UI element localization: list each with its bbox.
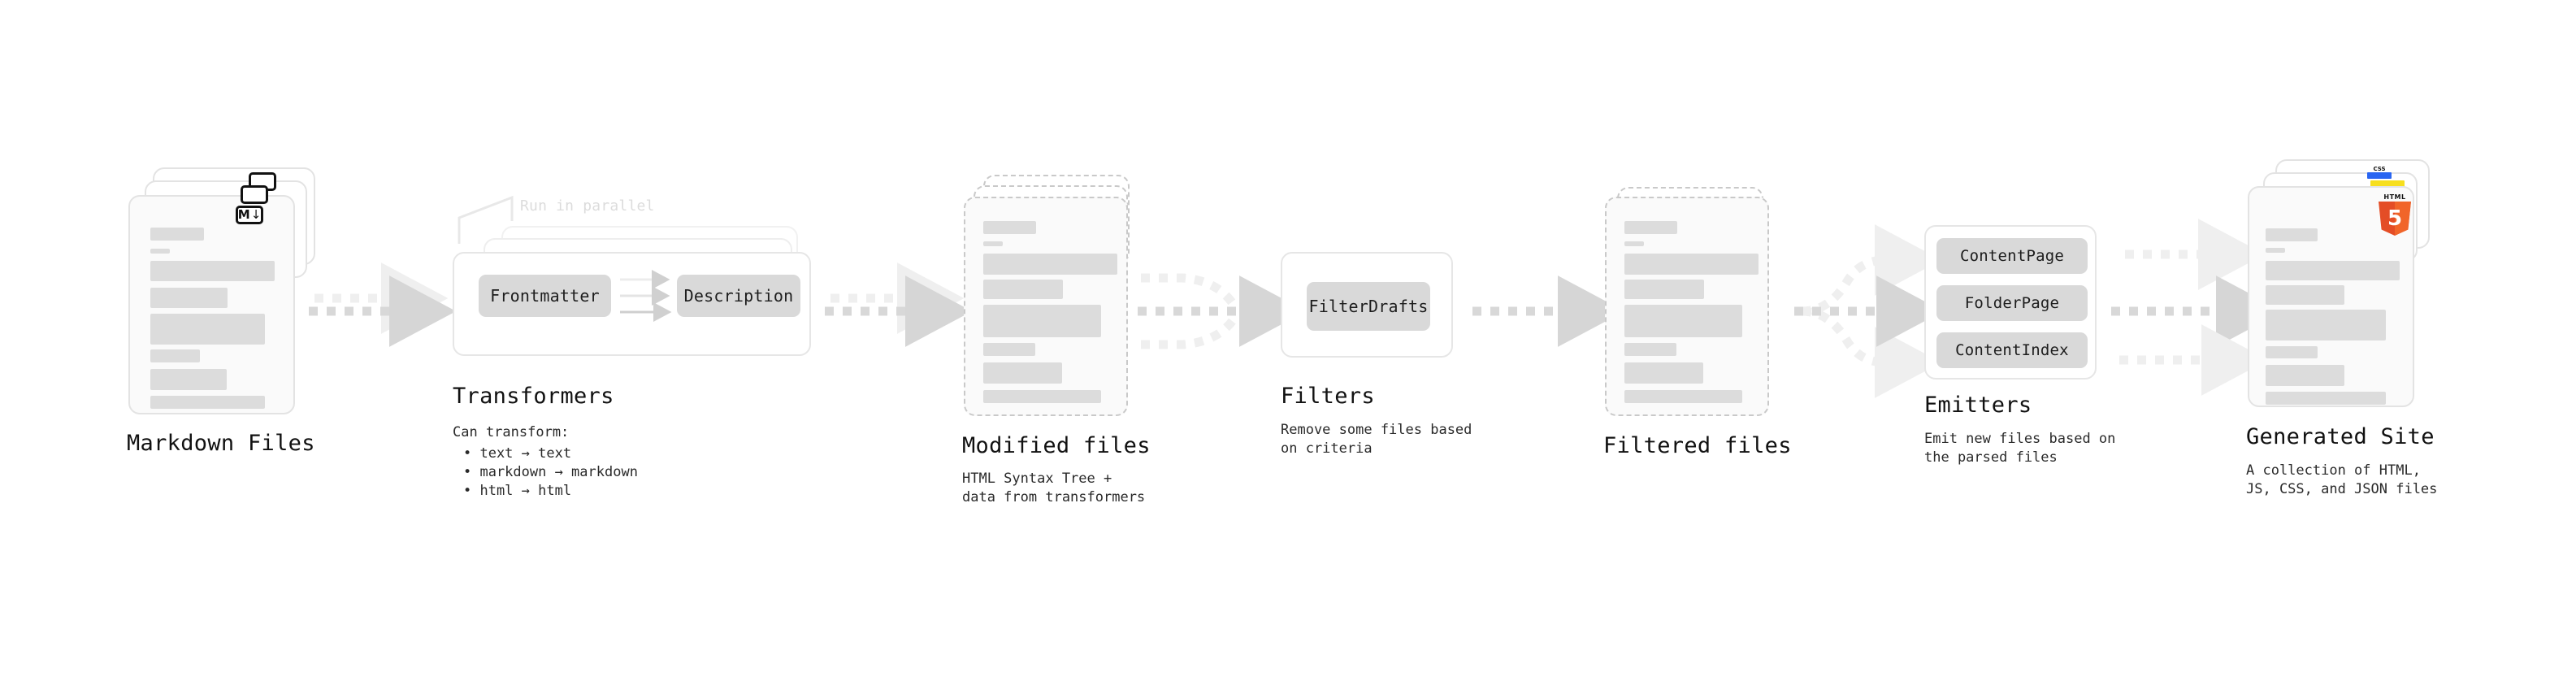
run-in-parallel-callout [458, 195, 514, 244]
skeleton-line [983, 305, 1101, 337]
modified-files-subtitle: HTML Syntax Tree + data from transformer… [962, 471, 1146, 505]
markdown-badge-arrow-icon: ↓ [250, 207, 262, 222]
arrow-emitters-to-site [2111, 219, 2283, 396]
skeleton-line [983, 343, 1035, 356]
stage-title-markdown-files: Markdown Files [127, 431, 315, 456]
skeleton-line [983, 390, 1101, 403]
skeleton-line [983, 221, 1036, 234]
modified-sheet-front [964, 197, 1128, 416]
stage-title-modified-files: Modified files [962, 433, 1151, 458]
filters-panel: FilterDrafts [1281, 252, 1453, 358]
html5-badge-number: 5 [2387, 206, 2403, 231]
skeleton-line [2266, 310, 2386, 340]
css3-badge: CSS [2367, 166, 2392, 179]
transformer-panel-front: Frontmatter Description [453, 252, 811, 356]
stage-title-generated-site: Generated Site [2246, 424, 2435, 449]
transformers-intro: Can transform: [453, 424, 570, 440]
markdown-badge: M ↓ [236, 206, 263, 224]
skeleton-line [150, 369, 227, 390]
skeleton-line [2266, 261, 2400, 280]
transformer-chip-frontmatter[interactable]: Frontmatter [479, 275, 611, 317]
arrow-modified-to-filters [1138, 273, 1307, 349]
list-item: • html → html [463, 483, 572, 499]
emitters-panel: ContentPage FolderPage ContentIndex [1924, 225, 2097, 380]
skeleton-line [1624, 305, 1742, 337]
stage-title-transformers: Transformers [453, 384, 614, 409]
skeleton-line [983, 362, 1062, 384]
markdown-badge-back-1 [241, 185, 268, 204]
run-in-parallel-note: Run in parallel [520, 197, 655, 215]
skeleton-line [2266, 365, 2344, 386]
arrow-filtered-to-emitters [1794, 224, 1944, 398]
html5-shield-icon: 5 [2379, 202, 2411, 236]
skeleton-line [2266, 285, 2344, 305]
skeleton-line [150, 249, 170, 254]
skeleton-line [150, 396, 265, 409]
skeleton-line [150, 288, 228, 308]
skeleton-line [1624, 343, 1676, 356]
skeleton-line [1624, 241, 1644, 246]
skeleton-line [983, 254, 1117, 275]
stage-title-filters: Filters [1281, 384, 1375, 409]
transformer-inner-arrow-icon [620, 270, 672, 322]
generated-site-subtitle: A collection of HTML, JS, CSS, and JSON … [2246, 462, 2438, 497]
emitter-chip-contentpage[interactable]: ContentPage [1936, 238, 2088, 274]
filters-subtitle: Remove some files based on criteria [1281, 422, 1472, 457]
skeleton-line [150, 349, 200, 362]
emitters-subtitle: Emit new files based on the parsed files [1924, 431, 2116, 466]
stage-title-emitters: Emitters [1924, 393, 2032, 418]
emitter-chip-folderpage[interactable]: FolderPage [1936, 285, 2088, 321]
skeleton-line [1624, 221, 1677, 234]
skeleton-line [983, 280, 1063, 299]
list-item: • markdown → markdown [463, 464, 638, 480]
skeleton-line [150, 261, 275, 281]
skeleton-line [150, 228, 204, 241]
emitter-chip-contentindex[interactable]: ContentIndex [1936, 332, 2088, 368]
skeleton-line [2266, 228, 2318, 241]
arrow-transformers-to-modified [825, 262, 973, 347]
skeleton-line [2266, 346, 2318, 358]
css3-badge-caption: CSS [2373, 166, 2386, 172]
markdown-sheet-front [128, 195, 295, 414]
list-item: • text → text [463, 445, 572, 462]
skeleton-line [983, 241, 1003, 246]
html5-badge-caption: HTML [2383, 193, 2406, 201]
filter-chip-filterdrafts[interactable]: FilterDrafts [1307, 282, 1430, 331]
skeleton-line [150, 314, 265, 345]
arrow-markdown-to-transformers [309, 262, 457, 347]
filtered-sheet-front [1605, 197, 1769, 416]
transformer-chip-description[interactable]: Description [677, 275, 800, 317]
skeleton-line [1624, 390, 1742, 403]
transformers-bullet-list: • text → text • markdown → markdown • ht… [463, 445, 638, 501]
stage-title-filtered-files: Filtered files [1603, 433, 1792, 458]
skeleton-line [1624, 254, 1759, 275]
skeleton-line [2266, 248, 2285, 253]
skeleton-line [1624, 280, 1704, 299]
skeleton-line [2266, 392, 2386, 405]
html5-badge: HTML 5 [2377, 193, 2413, 236]
markdown-badge-letter: M [237, 207, 250, 222]
skeleton-line [1624, 362, 1703, 384]
